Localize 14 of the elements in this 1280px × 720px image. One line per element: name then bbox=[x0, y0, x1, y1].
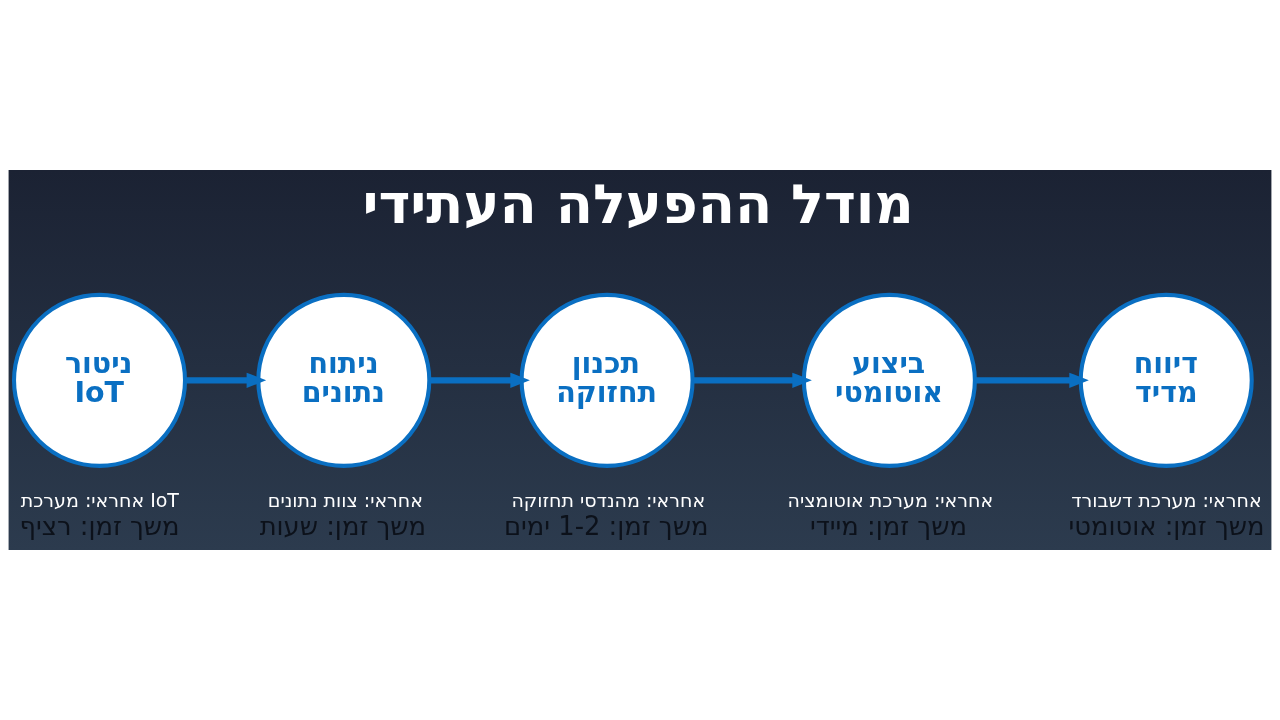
node-circle: דיווח מדיד bbox=[1078, 292, 1254, 468]
node-label: אחראי: צוות נתונים bbox=[267, 488, 423, 511]
node-circle: ניתוח נתונים bbox=[256, 292, 432, 468]
node-label: אחראי: מערכת אוטומציה bbox=[787, 488, 994, 511]
arrow bbox=[693, 372, 812, 389]
arrow bbox=[975, 372, 1089, 389]
node-label: אחראי: מערכת IoT bbox=[20, 488, 179, 511]
arrow bbox=[429, 372, 530, 389]
arrow bbox=[185, 372, 267, 389]
diagram-title: מודל ההפעלה העתידי bbox=[362, 172, 914, 236]
node-circle: ביצוע אוטומטי bbox=[801, 292, 977, 468]
node-circle: תכנון תחזוקה bbox=[519, 292, 695, 468]
node-label: אחראי: מערכת דשבורד bbox=[1071, 488, 1262, 511]
node-label: אחראי: מהנדסי תחזוקה bbox=[511, 488, 706, 511]
